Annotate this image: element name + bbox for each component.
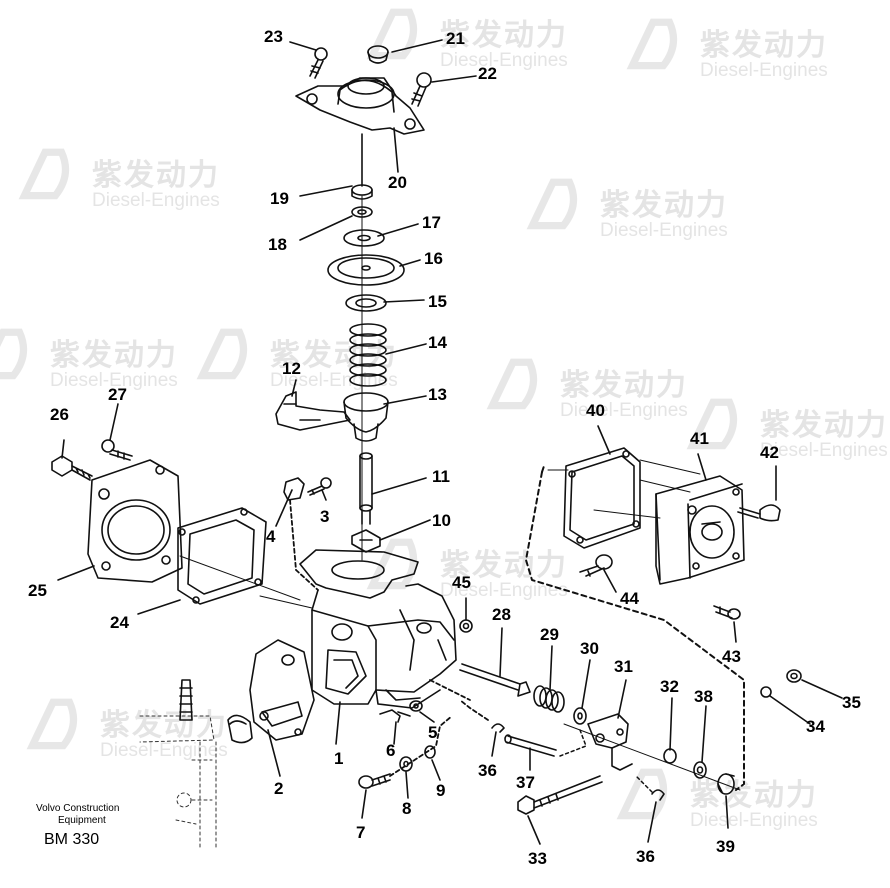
- washer-part: [351, 206, 373, 218]
- bolt-part: [101, 439, 133, 461]
- callout-28: 28: [492, 605, 511, 624]
- callout-21: 21: [446, 29, 465, 48]
- nut-part: [786, 669, 802, 683]
- screw-part: [411, 72, 432, 107]
- gasket-plate-part: [227, 639, 315, 744]
- diaphragm-part: [327, 254, 405, 286]
- nut-part: [351, 184, 373, 200]
- screw-part: [307, 477, 332, 496]
- screw-part: [737, 504, 781, 522]
- bolt-part: [579, 554, 613, 577]
- housing-part: [299, 549, 457, 709]
- gasket-part: [563, 447, 641, 549]
- callout-16: 16: [424, 249, 443, 268]
- shaft-part: [459, 663, 531, 697]
- cap-plug-part: [367, 45, 389, 64]
- cover-plate-part: [655, 475, 745, 585]
- screw-part: [358, 773, 391, 789]
- washer-part: [760, 686, 772, 698]
- bolt-part: [517, 775, 603, 815]
- callout-24: 24: [110, 613, 129, 632]
- callout-12: 12: [282, 359, 301, 378]
- callout-2: 2: [274, 779, 283, 798]
- bracket-part: [275, 391, 351, 431]
- callout-45: 45: [452, 573, 471, 592]
- callout-15: 15: [428, 292, 447, 311]
- callout-22: 22: [478, 64, 497, 83]
- callout-5: 5: [428, 723, 437, 742]
- callout-42: 42: [760, 443, 779, 462]
- callout-4: 4: [266, 527, 276, 546]
- clip-part: [351, 529, 381, 553]
- credit-line-1: Volvo Construction: [36, 803, 120, 814]
- gasket-part: [177, 507, 267, 605]
- callout-31: 31: [614, 657, 633, 676]
- callout-20: 20: [388, 173, 407, 192]
- callout-11: 11: [432, 467, 450, 486]
- bolt-part: [51, 455, 93, 481]
- bushing-part: [717, 773, 735, 795]
- screw-part: [713, 605, 741, 620]
- callout-8: 8: [402, 799, 411, 818]
- nut-part: [409, 700, 423, 712]
- callout-27: 27: [108, 385, 127, 404]
- callout-9: 9: [436, 781, 445, 800]
- fitting-part: [179, 679, 193, 721]
- bracket-part: [283, 477, 305, 501]
- callout-43: 43: [722, 647, 741, 666]
- clip-part: [491, 723, 505, 733]
- callout-38: 38: [694, 687, 713, 706]
- spring-part: [533, 685, 565, 713]
- callout-13: 13: [428, 385, 447, 404]
- callout-37: 37: [516, 773, 535, 792]
- callout-3: 3: [320, 507, 329, 526]
- top-cover-part: [295, 77, 425, 135]
- washer-part: [663, 748, 677, 764]
- callout-30: 30: [580, 639, 599, 658]
- callout-23: 23: [264, 27, 283, 46]
- callout-14: 14: [428, 333, 447, 352]
- callout-1: 1: [334, 749, 343, 768]
- credit-line-2: Equipment: [58, 815, 106, 826]
- flange-plate-part: [87, 459, 183, 583]
- callout-29: 29: [540, 625, 559, 644]
- washer-part: [424, 745, 436, 759]
- callout-36: 36: [478, 761, 497, 780]
- callout-32: 32: [660, 677, 679, 696]
- plunger-part: [359, 452, 373, 525]
- callout-26: 26: [50, 405, 69, 424]
- callout-44: 44: [620, 589, 639, 608]
- callout-41: 41: [690, 429, 709, 448]
- callout-6: 6: [386, 741, 395, 760]
- callout-10: 10: [432, 511, 451, 530]
- callout-18: 18: [268, 235, 287, 254]
- callout-34: 34: [806, 717, 825, 736]
- lever-part: [587, 713, 633, 771]
- callout-19: 19: [270, 189, 289, 208]
- callout-25: 25: [28, 581, 47, 600]
- callout-35: 35: [842, 693, 861, 712]
- piston-part: [343, 392, 389, 442]
- figure-code: BM 330: [44, 831, 100, 848]
- washer-part: [343, 229, 385, 247]
- callout-17: 17: [422, 213, 441, 232]
- washer-part: [693, 761, 707, 779]
- callout-40: 40: [586, 401, 605, 420]
- clip-part: [651, 789, 665, 801]
- washer-part: [345, 294, 387, 312]
- callout-33: 33: [528, 849, 547, 868]
- screw-part: [309, 47, 328, 79]
- washer-part: [459, 619, 473, 633]
- engine-outline: [139, 715, 217, 851]
- screw-part: [379, 709, 411, 723]
- callout-39: 39: [716, 837, 735, 856]
- washer-part: [573, 707, 587, 725]
- callout-7: 7: [356, 823, 365, 842]
- callout-36b: 36: [636, 847, 655, 866]
- spring-part: [349, 323, 387, 387]
